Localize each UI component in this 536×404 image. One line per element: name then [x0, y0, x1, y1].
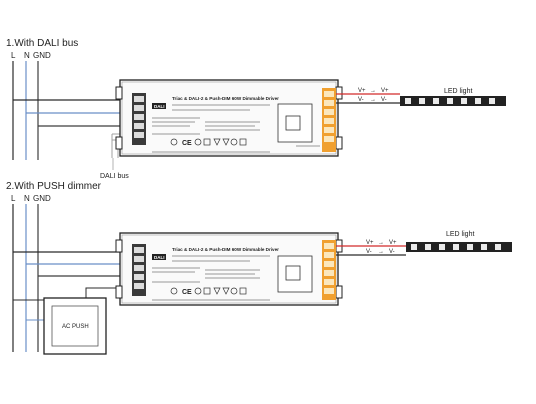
section-title: 1.With DALI bus — [6, 38, 78, 49]
out-arrow-plus: → — [378, 240, 384, 246]
led-light-label: LED light — [446, 231, 474, 238]
section-title: 2.With PUSH dimmer — [6, 181, 102, 192]
out-from-plus: V+ — [366, 240, 374, 246]
wire-label-l: L — [11, 51, 16, 60]
driver-window — [277, 255, 313, 293]
out-from-plus: V+ — [358, 88, 366, 94]
driver-badge: DALI — [154, 255, 165, 260]
led-driver: Triac & DALI-2 & Push-DIM 60W Dimmable D… — [115, 79, 343, 157]
section-dali: 1.With DALI bus L N GND DALI bus — [6, 38, 506, 180]
driver-window — [277, 103, 313, 143]
out-from-minus: V- — [366, 249, 372, 255]
ac-push-label: AC PUSH — [62, 324, 89, 330]
out-arrow-minus: → — [378, 249, 384, 255]
driver-heading: Triac & DALI-2 & Push-DIM 60W Dimmable D… — [172, 247, 279, 252]
out-arrow-plus: → — [370, 88, 376, 94]
out-to-plus: V+ — [389, 240, 397, 246]
out-from-minus: V- — [358, 97, 364, 103]
wire-label-l: L — [11, 194, 16, 203]
out-to-minus: V- — [381, 97, 387, 103]
dali-bus-label: DALI bus — [100, 173, 129, 180]
wire-label-n: N — [24, 194, 30, 203]
svg-text:CE: CE — [182, 289, 192, 296]
out-to-plus: V+ — [381, 88, 389, 94]
wire-label-n: N — [24, 51, 30, 60]
led-light-label: LED light — [444, 88, 472, 95]
out-to-minus: V- — [389, 249, 395, 255]
led-driver: Triac & DALI-2 & Push-DIM 60W Dimmable D… — [115, 232, 343, 306]
wire-label-gnd: GND — [33, 51, 51, 60]
section-push: 2.With PUSH dimmer L N GND AC PUSH — [6, 181, 512, 355]
led-strip: LED light — [406, 231, 512, 252]
svg-text:CE: CE — [182, 140, 192, 147]
driver-heading: Triac & DALI-2 & Push-DIM 60W Dimmable D… — [172, 96, 279, 101]
led-strip: LED light — [400, 88, 506, 106]
wire-label-gnd: GND — [33, 194, 51, 203]
out-arrow-minus: → — [370, 97, 376, 103]
ac-push-switch: AC PUSH — [43, 297, 107, 355]
driver-badge: DALI — [154, 104, 165, 109]
